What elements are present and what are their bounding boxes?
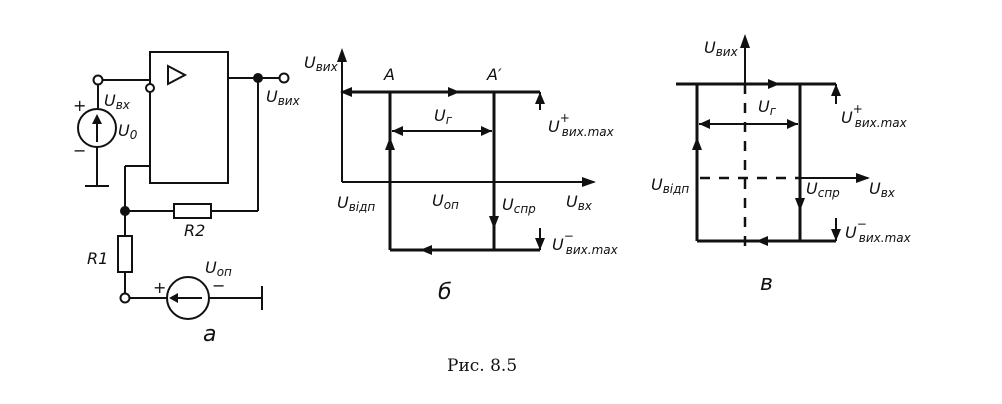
max-plus-arrow-icon (535, 92, 545, 104)
inverting-input-circle (145, 83, 155, 93)
resistor-r2 (173, 203, 212, 219)
u-off-label: Uвідп (337, 193, 375, 214)
opamp-triangle-icon (167, 64, 188, 86)
x-axis-arrow-icon (582, 177, 596, 187)
arrow-left-up-icon (385, 137, 395, 150)
arrow-lower-left-icon (420, 245, 432, 255)
hysteresis-arrow-left-icon (392, 126, 403, 136)
arrow-upper-left-icon (340, 87, 352, 97)
hysteresis-arrow-left-icon (699, 119, 710, 129)
hysteresis-label: Uг (434, 106, 453, 127)
output-terminal (278, 72, 290, 84)
arrow-upper-right-icon (448, 87, 460, 97)
source-plus-sign: + (153, 278, 166, 297)
hysteresis-arrow-right-icon (481, 126, 492, 136)
label-u-out: Uвих (266, 87, 301, 108)
point-a-prime-label: A′ (486, 65, 502, 84)
hysteresis-arrow-right-icon (787, 119, 798, 129)
max-minus-arrow-icon (831, 229, 841, 241)
hysteresis-graph-v: Uвих Uг U+вих.max Uвідп Uспр Uвх U−вих.m… (651, 34, 912, 296)
u-max-plus-label: U+вих.max (841, 102, 908, 130)
max-plus-arrow-icon (831, 84, 841, 96)
label-u-ref: Uоп (205, 258, 232, 279)
max-minus-arrow-icon (535, 238, 545, 250)
point-a-label: A (383, 65, 395, 84)
u-ref-label: Uоп (432, 191, 459, 212)
u-trip-label: Uспр (806, 179, 840, 200)
panel-label-a: а (203, 322, 216, 347)
input-terminal (92, 74, 104, 86)
panel-label-b: б (438, 280, 452, 305)
input-source-arrowhead-icon (92, 114, 102, 124)
label-r1: R1 (87, 249, 108, 268)
hysteresis-graph-b: Uвих A A′ Uг U+вих.max Uвх Uвідп Uоп Uсп… (304, 48, 619, 305)
arrow-right-down-icon (489, 216, 499, 229)
u-max-minus-label: U−вих.max (552, 229, 619, 257)
arrow-left-up-icon (692, 137, 702, 150)
arrow-lower-left-icon (756, 236, 768, 246)
x-axis-label: Uвх (869, 179, 896, 200)
y-axis-arrow-icon (740, 34, 750, 48)
panel-label-v: в (760, 271, 773, 296)
label-r2: R2 (184, 221, 205, 240)
y-axis-label: Uвих (704, 38, 739, 59)
label-u-in: Uвх (104, 91, 131, 112)
x-axis-arrow-icon (856, 173, 870, 183)
source-minus-sign: − (212, 276, 225, 295)
circuit-diagram: + − Uвх U0 Uвих R2 R1 Uоп + − а (73, 51, 301, 347)
figure-caption: Рис. 8.5 (447, 356, 517, 376)
hysteresis-label: Uг (758, 97, 777, 118)
minus-sign: − (73, 141, 86, 160)
y-axis-label: Uвих (304, 53, 339, 74)
reference-terminal (119, 292, 131, 304)
label-u0: U0 (118, 121, 138, 142)
reference-source-arrowhead-icon (169, 293, 178, 303)
u-trip-label: Uспр (502, 195, 536, 216)
u-off-label: Uвідп (651, 175, 689, 196)
u-max-plus-label: U+вих.max (548, 111, 615, 139)
plus-sign: + (73, 96, 86, 115)
x-axis-label: Uвх (566, 192, 593, 213)
resistor-r1 (117, 235, 133, 273)
opamp-body (149, 51, 229, 184)
y-axis-arrow-icon (337, 48, 347, 62)
arrow-right-down-icon (795, 198, 805, 211)
u-max-minus-label: U−вих.max (845, 217, 912, 245)
arrow-upper-right-icon (768, 79, 780, 89)
